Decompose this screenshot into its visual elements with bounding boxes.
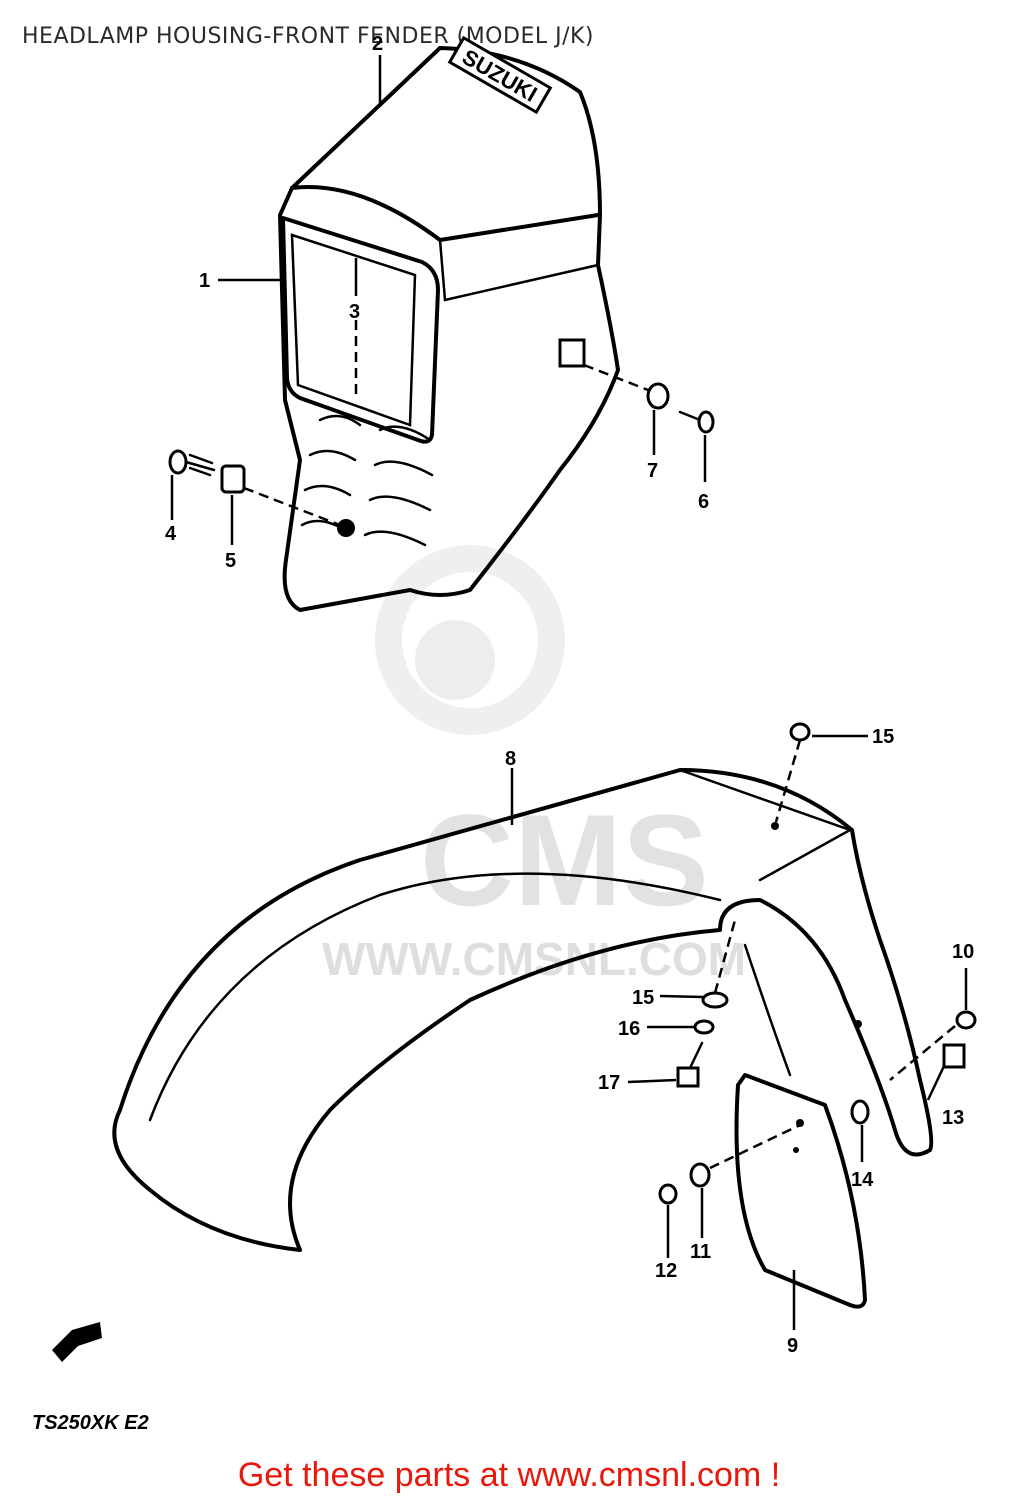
part-labels: 1 2 3 4 5 6 7 8 9 10 11 12 13 14 15 15 1… (165, 33, 974, 1357)
model-code: TS250XK E2 (32, 1412, 149, 1434)
part-label-2: 2 (372, 33, 383, 55)
part-label-15-top: 15 (872, 726, 894, 748)
part-label-13: 13 (942, 1107, 964, 1129)
mud-flap (734, 1073, 867, 1309)
part-label-15-lower: 15 (632, 987, 654, 1009)
part-label-8: 8 (505, 748, 516, 770)
part-label-10: 10 (952, 941, 974, 963)
part-label-3: 3 (349, 301, 360, 323)
watermark: CMS WWW.CMSNL.COM (322, 545, 746, 985)
watermark-logo: CMS (420, 787, 709, 933)
footer-link-text[interactable]: Get these parts at www.cmsnl.com ! (237, 1456, 781, 1494)
front-fender (112, 768, 934, 1252)
part-label-16: 16 (618, 1018, 640, 1040)
watermark-url: WWW.CMSNL.COM (322, 933, 746, 985)
part-label-17: 17 (598, 1072, 620, 1094)
front-direction-arrow-icon (52, 1322, 102, 1362)
part-label-11: 11 (690, 1241, 711, 1263)
headlamp-housing: SUZUKI (278, 35, 620, 612)
hardware (168, 382, 977, 1205)
suzuki-logo: SUZUKI (447, 35, 553, 115)
leader-lines (170, 55, 968, 1330)
diagram-title: HEADLAMP HOUSING-FRONT FENDER (MODEL J/K… (22, 24, 595, 49)
parts-diagram: CMS WWW.CMSNL.COM SUZUKI (52, 33, 977, 1362)
part-label-1: 1 (199, 270, 210, 292)
part-label-9: 9 (787, 1335, 798, 1357)
part-label-4: 4 (165, 523, 177, 545)
part-label-7: 7 (647, 460, 658, 482)
part-label-12: 12 (655, 1260, 677, 1282)
part-label-5: 5 (225, 550, 236, 572)
part-label-6: 6 (698, 491, 709, 513)
part-label-14: 14 (851, 1169, 874, 1191)
